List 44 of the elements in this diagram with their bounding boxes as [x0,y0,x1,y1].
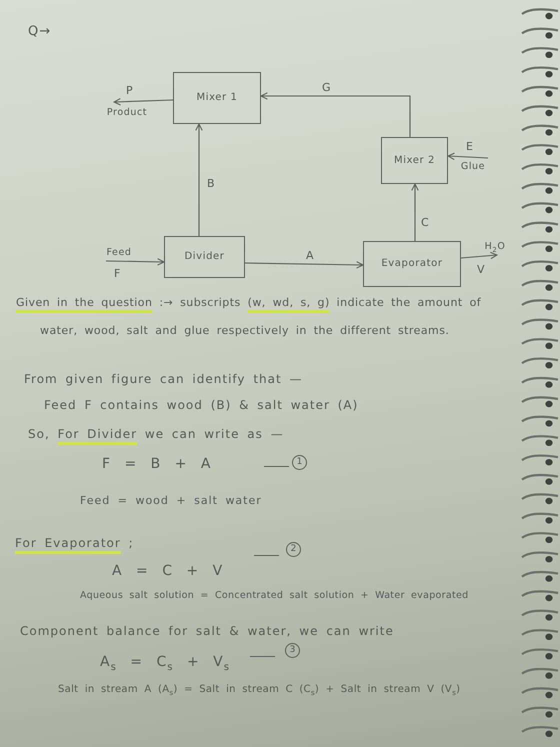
stream-label: C [421,217,429,228]
stream-label: F [114,268,120,279]
equation: A = C + V [112,563,224,580]
stream-name: Glue [460,160,486,172]
note-text: Component balance for salt & water, we can write [20,624,394,639]
flow-arrow [245,261,364,269]
note-text: Aqueous salt solution = Concentrated salt solution + Water evaporated [80,590,468,602]
flow-arrow [113,98,174,106]
stream-label: P [126,85,133,96]
unit-name: Evaporator [381,258,443,270]
unit-name: Mixer 1 [196,92,238,104]
process-box [381,137,448,184]
stream-name: Product [106,106,148,118]
question-mark-label: Q→ [28,24,52,40]
stream-label: G [322,82,331,93]
equation: A$_{s}$ = C$_{s}$ + V$_{s}$ [100,654,230,672]
flow-arrow [447,152,488,160]
flow-arrow [411,183,419,241]
stream-label: B [207,178,215,189]
note-text: For Evaporator ; [15,536,134,551]
flow-arrow [460,252,498,260]
process-box [164,236,245,278]
equation-number: 3 [285,643,300,658]
note-text: Given in the question :→ subscripts (w, wd, s, g) indicate the amount of water, wood, salt and glue respectively in the different streams. [16,295,482,339]
stream-label: A [306,250,314,261]
flow-arrow [106,258,165,266]
note-text: Feed F contains wood (B) & salt water (A) [44,398,358,413]
flow-arrow [195,123,203,236]
equation-number: 1 [292,455,307,470]
stream-name: H$_{2}$O [484,240,506,252]
note-text: Salt in stream A (A$_{s}$) = Salt in stream C (C$_{s}$) + Salt in stream V (V$_{s}$) [58,684,460,696]
process-box [173,72,261,124]
unit-name: Mixer 2 [394,154,436,166]
note-text: From given figure can identify that — [24,372,303,387]
equation-number: 2 [286,542,301,557]
flow-arrow [260,92,411,137]
equation: F = B + A [102,456,212,474]
note-text: Feed = wood + salt water [80,494,262,508]
stream-name: Feed [106,246,132,258]
unit-name: Divider [184,251,224,263]
stream-label: E [466,141,473,152]
process-box [363,241,461,287]
note-text: So, For Divider we can write as — [28,427,284,442]
stream-label: V [477,264,485,275]
